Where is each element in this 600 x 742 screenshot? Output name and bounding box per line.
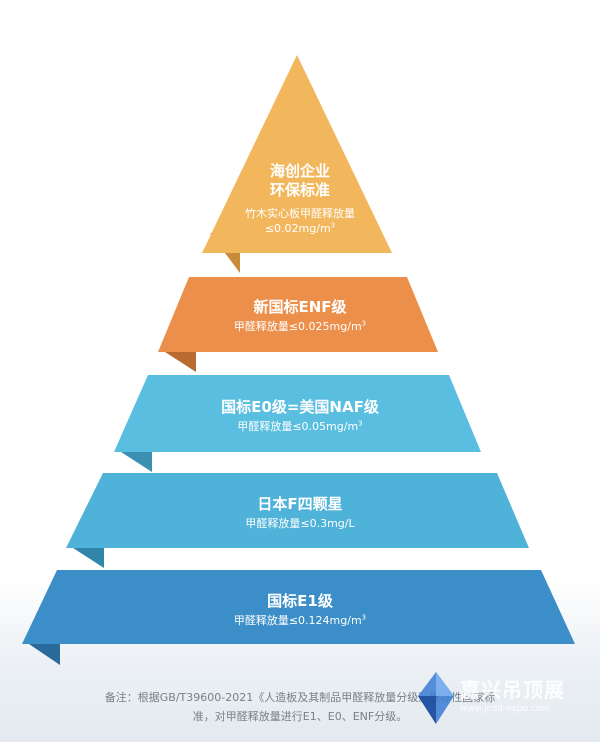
tier-1-sub-line1: 竹木实心板甲醛释放量	[245, 207, 355, 220]
tier-2-shape	[158, 277, 438, 352]
tier-4-fold	[70, 546, 104, 568]
tier-1-shape	[202, 55, 392, 253]
tier-5-sub: 甲醛释放量≤0.124mg/m3	[233, 613, 367, 627]
tier-2-title: 新国标ENF级	[253, 298, 347, 316]
tier-2-text: 新国标ENF级 甲醛释放量≤0.025mg/m3	[0, 298, 600, 334]
tier-4-text: 日本F四颗星 甲醛释放量≤0.3mg/L	[0, 495, 600, 531]
tier-1-title-line1: 海创企业	[269, 162, 330, 180]
tier-2-sub: 甲醛释放量≤0.025mg/m3	[233, 319, 367, 333]
tier-1-title-line2: 环保标准	[269, 181, 330, 199]
footnote-line1: 备注：根据GB/T39600-2021《人造板及其制品甲醛释放量分级》推荐性国家…	[104, 691, 496, 704]
tier-3-text: 国标E0级=美国NAF级 甲醛释放量≤0.05mg/m3	[0, 398, 600, 434]
tier-5-shape	[22, 570, 575, 644]
tier-2-fold	[162, 350, 196, 372]
tier-4-sub: 甲醛释放量≤0.3mg/L	[245, 517, 355, 530]
watermark-title: 嘉兴吊顶展	[460, 678, 565, 702]
tier-5-title: 国标E1级	[267, 592, 333, 610]
tier-1-sub-line2: ≤0.02mg/m3	[264, 221, 336, 235]
watermark-url: www.jcdd-expo.com	[460, 704, 551, 714]
tier-3-sub: 甲醛释放量≤0.05mg/m3	[237, 419, 363, 433]
tier-5-fold	[26, 642, 60, 665]
tier-4-title: 日本F四颗星	[257, 495, 343, 513]
tier-3-fold	[118, 450, 152, 472]
tier-1-text: 海创企业 环保标准 竹木实心板甲醛释放量 ≤0.02mg/m3	[0, 162, 600, 236]
watermark: 嘉兴吊顶展 www.jcdd-expo.com	[416, 670, 596, 730]
tier-3-title: 国标E0级=美国NAF级	[221, 398, 379, 416]
diamond-logo-icon	[418, 672, 454, 724]
tier-5-text: 国标E1级 甲醛释放量≤0.124mg/m3	[0, 592, 600, 628]
footnote: 备注：根据GB/T39600-2021《人造板及其制品甲醛释放量分级》推荐性国家…	[70, 688, 530, 726]
tier-3-shape	[114, 375, 481, 452]
footnote-line2: 准，对甲醛释放量进行E1、E0、ENF分级。	[192, 710, 408, 723]
tier-4-shape	[66, 473, 529, 548]
